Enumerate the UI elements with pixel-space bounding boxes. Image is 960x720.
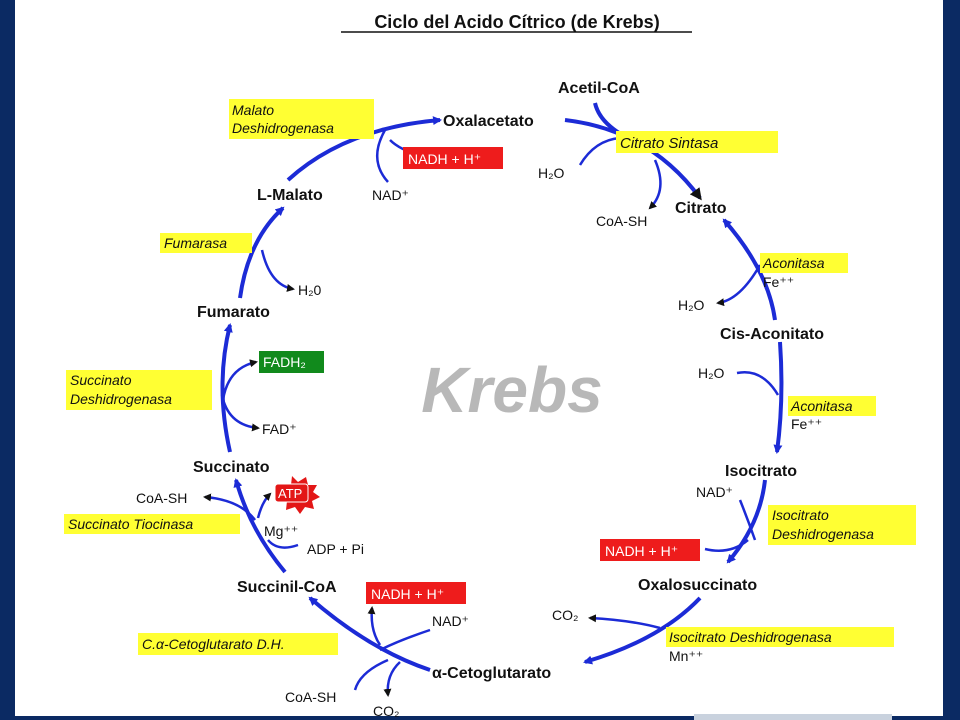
- enzyme-isocitrato-deshidrogenasa-1: Isocitrato Deshidrogenasa: [768, 505, 916, 545]
- metabolite-succinil-coa: Succinil-CoA: [237, 579, 337, 596]
- cofactor-h2o-fumarasa: H₂0: [298, 282, 322, 298]
- svg-text:Isocitrato: Isocitrato: [772, 507, 829, 523]
- metabolite-oxalacetato: Oxalacetato: [443, 113, 534, 130]
- cofactor-nad-malato: NAD⁺: [372, 187, 409, 203]
- arrow-nad-malato: [376, 129, 389, 183]
- arrow-coash-citrato: [648, 159, 662, 210]
- metabolite-fumarato: Fumarato: [197, 304, 270, 321]
- enzyme-citrato-sintasa: Citrato Sintasa: [616, 131, 778, 153]
- enzyme-fumarasa: Fumarasa: [160, 233, 252, 253]
- arrow-fumarato-to-malato: [238, 206, 285, 299]
- svg-text:Isocitrato Deshidrogenasa: Isocitrato Deshidrogenasa: [669, 629, 832, 645]
- enzyme-aconitasa-1: Aconitasa: [760, 253, 848, 273]
- cofactor-adp: ADP + Pi: [307, 541, 364, 557]
- svg-text:ATP: ATP: [278, 486, 302, 501]
- cofactor-h2o-aconitasa-1: H₂O: [678, 297, 705, 313]
- metabolite-cis-aconitato: Cis-Aconitato: [720, 326, 824, 343]
- arrow-co2-oxalosuccinato: [588, 614, 661, 630]
- cofactor-fe-1: Fe⁺⁺: [763, 274, 794, 290]
- svg-text:NADH + H⁺: NADH + H⁺: [371, 586, 444, 602]
- metabolite-oxalosuccinato: Oxalosuccinato: [638, 577, 757, 594]
- arrow-atp-out: [256, 492, 272, 519]
- arrow-nadh-cetoglutarato-out: [367, 606, 382, 646]
- arrow-h2o-aconitasa-2: [736, 371, 780, 396]
- svg-text:Malato: Malato: [232, 102, 274, 118]
- arrow-h2o-aconitasa-1: [716, 264, 762, 307]
- metabolite-acetil-coa: Acetil-CoA: [558, 80, 640, 97]
- nadh-badge-cetoglutarato: NADH + H⁺: [366, 582, 466, 604]
- svg-text:Fumarasa: Fumarasa: [164, 235, 227, 251]
- arrow-isocitrato-to-oxalosuccinato: [726, 479, 767, 564]
- arrow-oxalosuccinato-to-cetoglutarato: [583, 596, 702, 665]
- cofactor-h2o-aconitasa-2: H₂O: [698, 365, 725, 381]
- enzyme-malato-deshidrogenasa: Malato Deshidrogenasa: [229, 99, 374, 139]
- svg-text:Succinato Tiocinasa: Succinato Tiocinasa: [68, 516, 193, 532]
- svg-text:Aconitasa: Aconitasa: [762, 255, 825, 271]
- svg-text:C.α-Cetoglutarato D.H.: C.α-Cetoglutarato D.H.: [142, 636, 285, 652]
- svg-text:FADH₂: FADH₂: [263, 354, 306, 370]
- watermark-text: Krebs: [421, 354, 602, 426]
- svg-text:Citrato Sintasa: Citrato Sintasa: [620, 135, 718, 152]
- arrow-succinato-to-fumarato: [220, 323, 233, 453]
- svg-text:NADH + H⁺: NADH + H⁺: [605, 543, 678, 559]
- svg-text:Deshidrogenasa: Deshidrogenasa: [232, 120, 334, 136]
- metabolite-l-malato: L-Malato: [257, 187, 323, 204]
- svg-text:Aconitasa: Aconitasa: [790, 398, 853, 414]
- svg-text:Deshidrogenasa: Deshidrogenasa: [772, 526, 874, 542]
- cofactor-mn: Mn⁺⁺: [669, 648, 703, 664]
- svg-text:NADH + H⁺: NADH + H⁺: [408, 151, 481, 167]
- diagram-title: Ciclo del Acido Cítrico (de Krebs): [374, 12, 659, 32]
- arrow-succinilcoa-to-succinato: [233, 478, 287, 574]
- cofactor-nad-isocitrato: NAD⁺: [696, 484, 733, 500]
- atp-badge: ATP: [274, 476, 320, 514]
- nadh-badge-malato: NADH + H⁺: [403, 147, 503, 169]
- enzyme-aconitasa-2: Aconitasa: [788, 396, 876, 416]
- arrow-nad-cetoglutarato: [379, 628, 431, 652]
- arrow-cetoglutarato-to-succinilcoa: [308, 596, 431, 672]
- svg-text:Succinato: Succinato: [70, 372, 132, 388]
- cofactor-coash-cetoglutarato: CoA-SH: [285, 689, 336, 705]
- arrow-co2-cetoglutarato: [383, 661, 401, 697]
- cofactor-fe-2: Fe⁺⁺: [791, 416, 822, 432]
- svg-text:Deshidrogenasa: Deshidrogenasa: [70, 391, 172, 407]
- cofactor-co2-oxalosuccinato: CO₂: [552, 607, 578, 623]
- arrow-fadh2-out: [221, 359, 258, 401]
- arrow-cisaconitato-to-isocitrato: [773, 341, 784, 454]
- metabolite-succinato: Succinato: [193, 459, 270, 476]
- arrow-h2o-fumarasa: [260, 249, 295, 292]
- arrow-nadh-isocitrato-out: [704, 539, 749, 552]
- nadh-badge-isocitrato: NADH + H⁺: [600, 539, 700, 561]
- arrow-coash-cetoglutarato: [353, 658, 389, 691]
- arrow-h2o-citrato: [578, 136, 621, 166]
- metabolite-citrato: Citrato: [675, 200, 727, 217]
- metabolite-isocitrato: Isocitrato: [725, 463, 797, 480]
- arrow-citrato-to-cisaconitato: [722, 218, 777, 321]
- cofactor-co2-cetoglutarato: CO₂: [373, 703, 399, 719]
- slide-footer-strip: [694, 714, 892, 720]
- cofactor-h2o-citrato: H₂O: [538, 165, 565, 181]
- enzyme-cetoglutarato-deshidrogenasa: C.α-Cetoglutarato D.H.: [138, 633, 338, 655]
- arrow-coash-succinil: [203, 493, 256, 521]
- arrow-adp-in: [267, 539, 299, 549]
- cofactor-mg: Mg⁺⁺: [264, 523, 298, 539]
- enzyme-isocitrato-deshidrogenasa-2: Isocitrato Deshidrogenasa: [666, 627, 894, 647]
- cofactor-nad-cetoglutarato: NAD⁺: [432, 613, 469, 629]
- cofactor-fad: FAD⁺: [262, 421, 297, 437]
- enzyme-succinato-deshidrogenasa: Succinato Deshidrogenasa: [66, 370, 212, 410]
- cofactor-coash-citrato: CoA-SH: [596, 213, 647, 229]
- cofactor-coash-succinil: CoA-SH: [136, 490, 187, 506]
- arrow-fad-in: [220, 394, 260, 432]
- fadh2-badge: FADH₂: [259, 351, 324, 373]
- arrow-nad-isocitrato: [738, 499, 757, 541]
- enzyme-succinato-tiocinasa: Succinato Tiocinasa: [64, 514, 240, 534]
- slide-panel: [15, 0, 943, 716]
- metabolite-cetoglutarato: α-Cetoglutarato: [432, 665, 551, 682]
